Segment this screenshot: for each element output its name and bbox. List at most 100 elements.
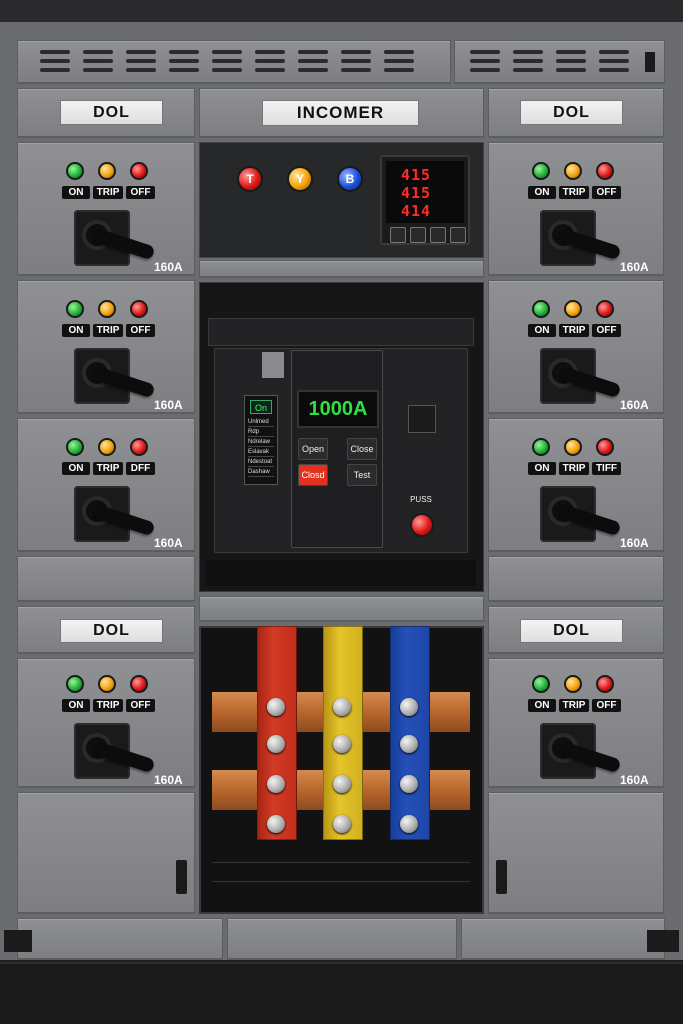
feeder-rating: 160A: [620, 773, 649, 787]
rotary-isolator-switch[interactable]: [74, 486, 156, 542]
acb-cradle: [206, 560, 476, 586]
feeder-rating: 160A: [620, 260, 649, 274]
phase-b-letter: B: [345, 172, 355, 186]
on-indicator-lamp: [532, 438, 550, 456]
trip-tag: TRIP: [559, 699, 589, 712]
on-indicator-lamp: [532, 675, 550, 693]
rotary-isolator-switch[interactable]: [540, 210, 622, 266]
door-latch[interactable]: [176, 860, 187, 894]
base-panel-center: [227, 918, 457, 960]
emergency-push-button[interactable]: [410, 513, 434, 537]
meter-key-2[interactable]: [410, 227, 426, 243]
off-indicator-lamp: [596, 438, 614, 456]
off-indicator-lamp: [130, 438, 148, 456]
trip-unit-setting: Rdp: [248, 428, 274, 437]
feeder-rating: 160A: [154, 398, 183, 412]
trip-indicator-lamp: [98, 438, 116, 456]
meter-key-4[interactable]: [450, 227, 466, 243]
dol-label: DOL: [60, 619, 163, 643]
open-button[interactable]: Open: [298, 438, 328, 460]
vent-slot: [169, 68, 199, 72]
vent-slot: [83, 68, 113, 72]
trip-tag: TRIP: [93, 186, 123, 199]
vent-slot: [384, 59, 414, 63]
vent-slot: [341, 68, 371, 72]
meter-key-3[interactable]: [430, 227, 446, 243]
incomer-divider: [199, 260, 484, 278]
bolt-icon: [333, 735, 351, 753]
trip-tag: TRIP: [93, 462, 123, 475]
vent-slot: [40, 59, 70, 63]
blank-door-right: [488, 792, 664, 914]
vent-slot: [298, 59, 328, 63]
feeder-rating: 160A: [620, 398, 649, 412]
on-tag: ON: [62, 324, 90, 337]
vent-slot: [341, 59, 371, 63]
trip-tag: TRIP: [93, 699, 123, 712]
on-indicator-lamp: [532, 162, 550, 180]
phase-y-letter: Y: [295, 172, 304, 186]
voltage-reading-3: 414: [401, 202, 432, 220]
bolt-icon: [333, 775, 351, 793]
bolt-icon: [400, 815, 418, 833]
close-button[interactable]: Close: [347, 438, 377, 460]
rotary-isolator-switch[interactable]: [74, 723, 156, 779]
rotary-isolator-switch[interactable]: [74, 210, 156, 266]
off-indicator-lamp: [130, 675, 148, 693]
vent-slot: [255, 59, 285, 63]
dol-label: DOL: [520, 619, 623, 643]
on-indicator-lamp: [66, 300, 84, 318]
trip-indicator-lamp: [564, 675, 582, 693]
base-panel-left: [17, 918, 223, 960]
rotary-isolator-switch[interactable]: [540, 723, 622, 779]
push-label: PUSS: [410, 495, 432, 504]
trip-indicator-lamp: [564, 300, 582, 318]
bolt-icon: [333, 815, 351, 833]
rotary-isolator-switch[interactable]: [540, 486, 622, 542]
center-divider: [199, 596, 484, 622]
door-latch[interactable]: [496, 860, 507, 894]
vent-slot: [470, 68, 500, 72]
trip-unit-setting: Ndestoat: [248, 459, 274, 467]
vent-slot: [169, 59, 199, 63]
on-tag: ON: [62, 462, 90, 475]
rotary-isolator-switch[interactable]: [74, 348, 156, 404]
phase-y-lamp: [287, 166, 313, 192]
trip-indicator-lamp: [98, 162, 116, 180]
acb-rating-display: 1000A: [308, 398, 368, 420]
trip-unit-setting: Unlmed: [248, 418, 274, 427]
on-tag: ON: [62, 699, 90, 712]
vent-slot: [556, 59, 586, 63]
off-indicator-lamp: [596, 675, 614, 693]
vent-slot: [83, 50, 113, 54]
vent-slot: [126, 59, 156, 63]
bolt-icon: [400, 775, 418, 793]
hinge: [647, 930, 679, 952]
meter-key-1[interactable]: [390, 227, 406, 243]
hinge: [4, 930, 32, 952]
vent-slot: [513, 68, 543, 72]
vent-slot: [470, 59, 500, 63]
voltage-reading-2: 415: [401, 184, 432, 202]
vent-slot: [298, 50, 328, 54]
trip-tag: TRIP: [559, 324, 589, 337]
on-indicator-lamp: [66, 162, 84, 180]
on-tag: ON: [528, 324, 556, 337]
vent-slot: [513, 50, 543, 54]
vent-slot: [212, 68, 242, 72]
on-indicator-lamp: [532, 300, 550, 318]
phase-r-lamp: [237, 166, 263, 192]
feeder-rating: 160A: [154, 773, 183, 787]
vent-slot: [40, 50, 70, 54]
trip-tag: TRIP: [559, 462, 589, 475]
rotary-isolator-switch[interactable]: [540, 348, 622, 404]
trip-unit-setting: Eslavak: [248, 448, 274, 457]
acb-top-rail: [208, 318, 474, 346]
vent-slot: [470, 50, 500, 54]
off-tag: OFF: [126, 699, 155, 712]
phase-b-lamp: [337, 166, 363, 192]
test-button[interactable]: Test: [347, 464, 377, 486]
on-indicator-lamp: [66, 675, 84, 693]
bolt-icon: [267, 698, 285, 716]
vent-slot: [126, 68, 156, 72]
